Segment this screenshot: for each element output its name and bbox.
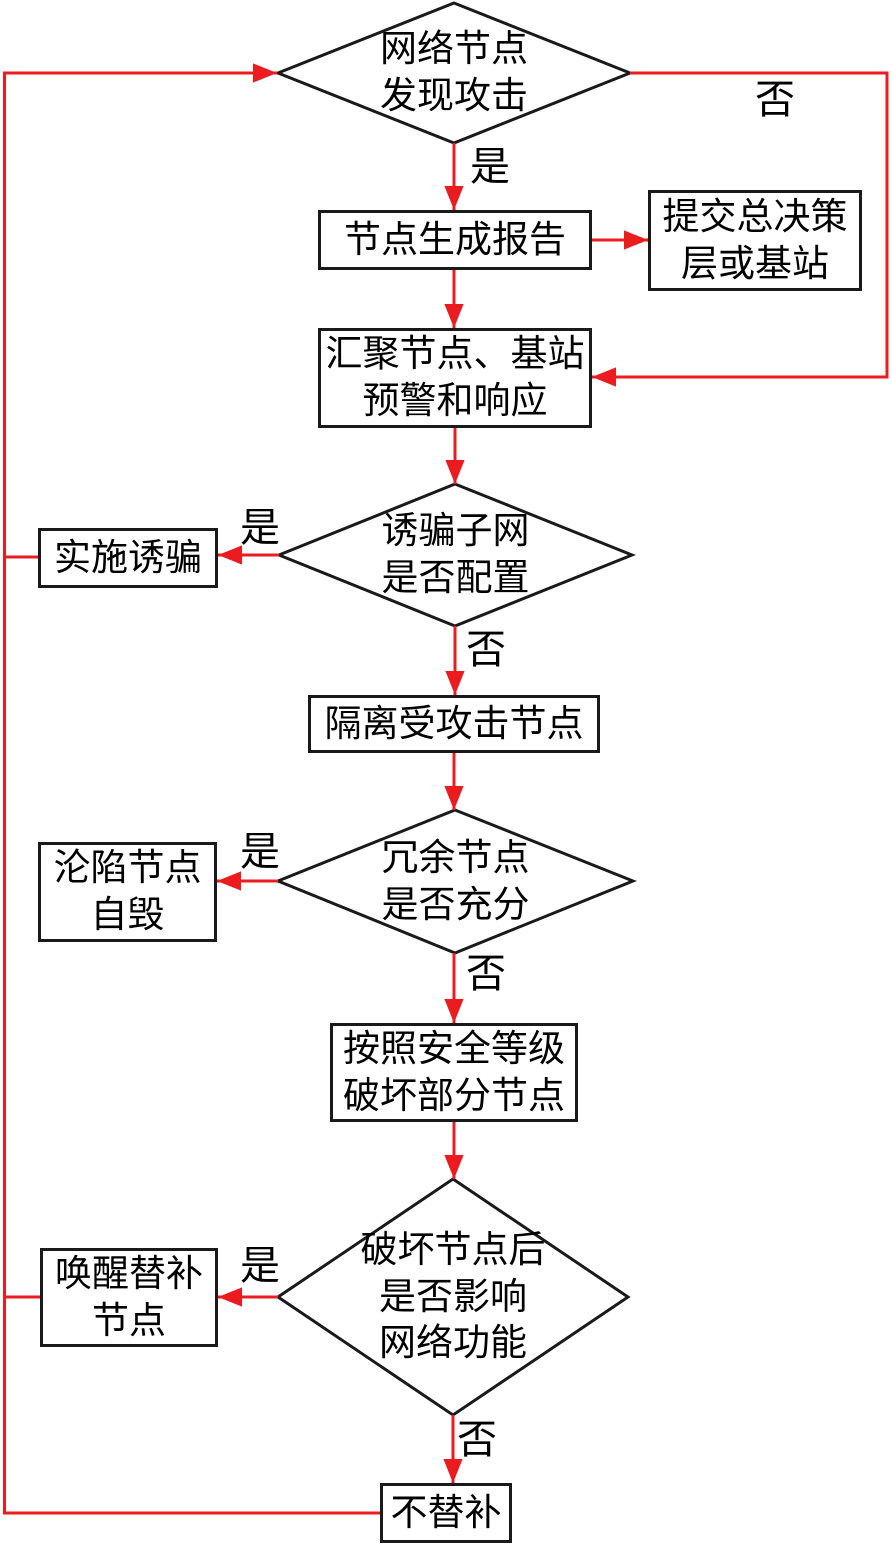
connector-return-rail-to-detect <box>3 63 380 1515</box>
process-no-substitution: 不替补 <box>380 1483 512 1543</box>
text-line: 按照安全等级 <box>343 1026 565 1070</box>
edge-label-redundancy-no: 否 <box>466 951 506 997</box>
decision-decoy-subnet-configured <box>274 482 637 628</box>
text-line: 破坏部分节点 <box>343 1073 565 1117</box>
decision-network-attack-detected <box>273 1 635 145</box>
text-line: 节点生成报告 <box>344 217 566 261</box>
process-isolate-attacked-node: 隔离受攻击节点 <box>308 695 600 753</box>
text-line: 预警和响应 <box>362 379 548 422</box>
text-line: 提交总决策 <box>662 194 848 238</box>
text-line: 自毁 <box>90 893 165 936</box>
text-line: 层或基站 <box>681 241 829 285</box>
edge-label-impact-no: 否 <box>457 1417 497 1463</box>
text-line: 节点 <box>92 1298 166 1342</box>
text-line: 实施诱骗 <box>54 535 202 579</box>
text-line: 沦陷节点 <box>53 846 202 890</box>
edge-label-decoy-no: 否 <box>466 627 506 673</box>
decision-destruction-affects-network <box>275 1177 631 1417</box>
decision-redundant-nodes-sufficient <box>273 808 638 955</box>
text-line: 唤醒替补 <box>55 1251 203 1295</box>
connector-detect-no-to-sink <box>592 71 889 387</box>
process-sink-basestation-alert-response: 汇聚节点、基站 预警和响应 <box>318 328 592 428</box>
text-line: 汇聚节点、基站 <box>325 332 585 376</box>
edge-label-detect-yes: 是 <box>470 144 510 190</box>
text-line: 不替补 <box>390 1490 502 1534</box>
process-wake-substitute-node: 唤醒替补 节点 <box>40 1248 218 1347</box>
process-node-generate-report: 节点生成报告 <box>318 210 592 270</box>
text-line: 隔离受攻击节点 <box>324 701 584 745</box>
edge-label-detect-no: 否 <box>755 77 795 123</box>
process-compromised-node-self-destruct: 沦陷节点 自毁 <box>38 842 217 942</box>
edge-label-decoy-yes: 是 <box>240 505 280 551</box>
edge-label-redundancy-yes: 是 <box>240 829 280 875</box>
edge-label-impact-yes: 是 <box>240 1243 280 1289</box>
process-destroy-partial-nodes-by-security-level: 按照安全等级 破坏部分节点 <box>330 1023 578 1122</box>
process-implement-decoy: 实施诱骗 <box>38 528 218 588</box>
process-submit-decision-layer-or-basestation: 提交总决策 层或基站 <box>648 190 862 291</box>
